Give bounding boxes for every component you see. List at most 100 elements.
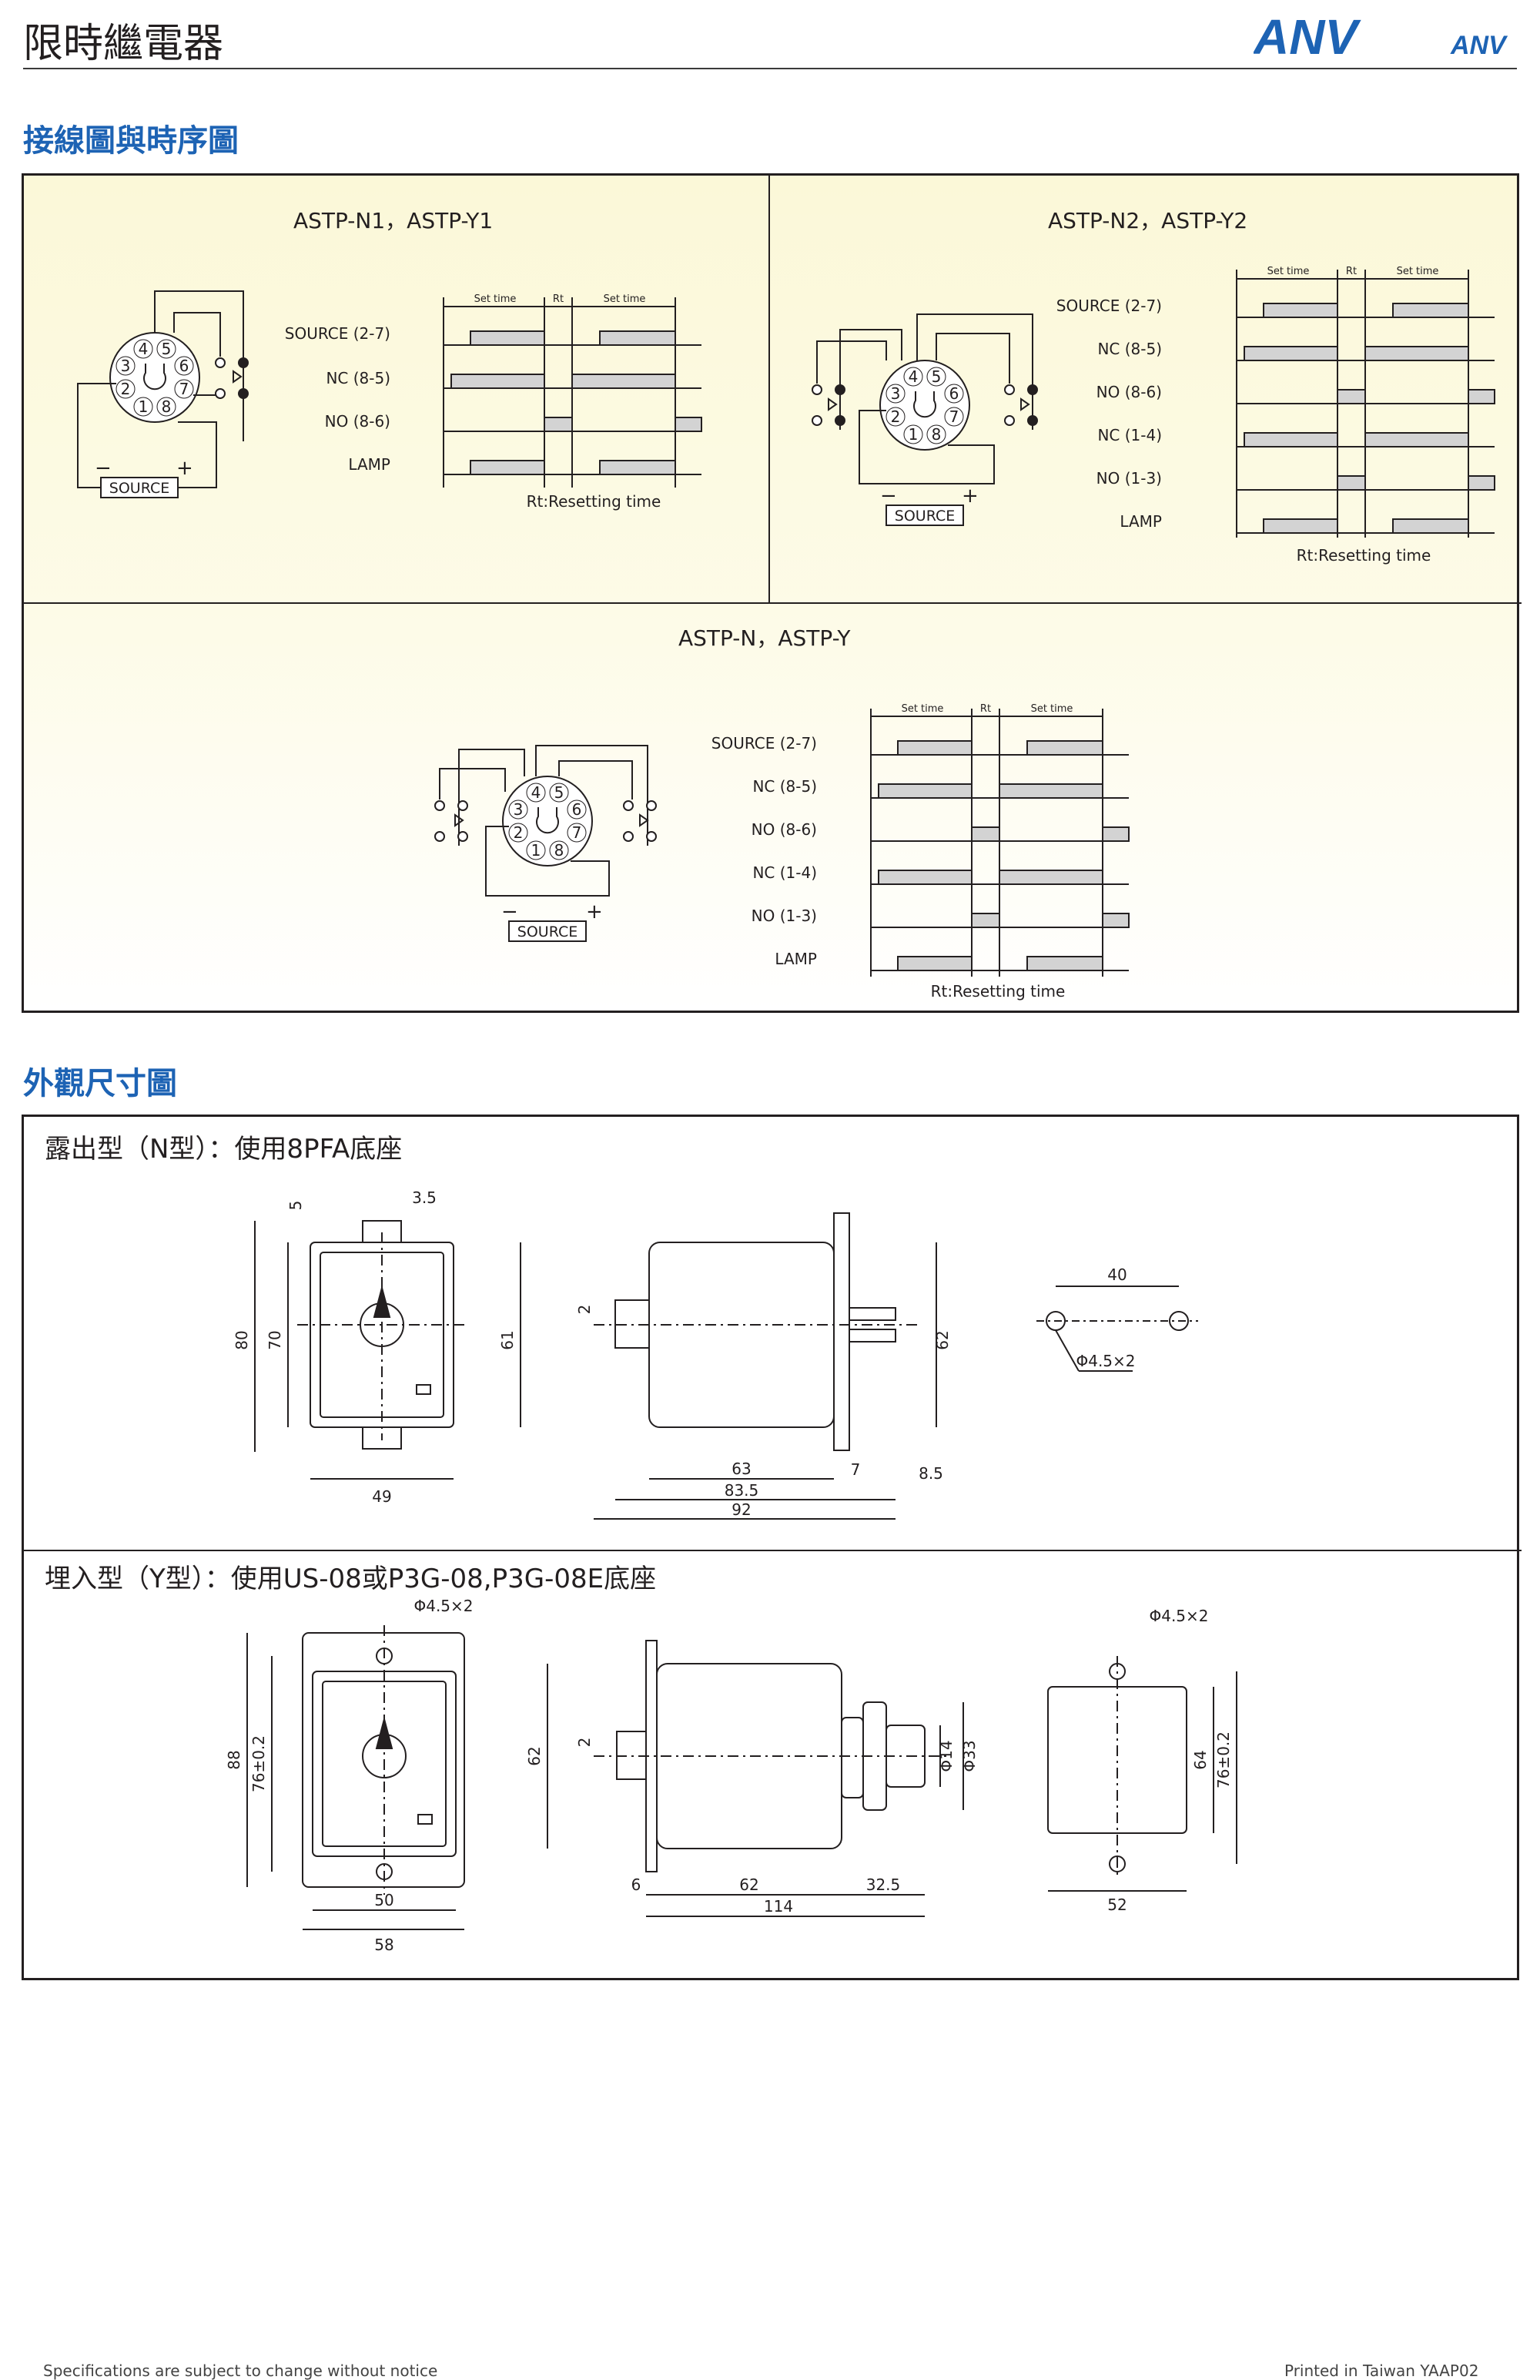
svg-text:62: 62 bbox=[933, 1330, 952, 1349]
svg-text:4: 4 bbox=[909, 367, 919, 386]
svg-text:+: + bbox=[586, 900, 603, 924]
signal-label: NO (1-3) bbox=[752, 907, 817, 925]
socket-diagram-n1: 4 5 3 6 2 7 1 8 SOURCE − + bbox=[77, 290, 249, 498]
svg-text:64: 64 bbox=[1191, 1750, 1210, 1769]
signal-label: NC (8-5) bbox=[1097, 340, 1162, 358]
svg-text:50: 50 bbox=[374, 1891, 393, 1909]
panel-n: ASTP-N，ASTP-Y 4 5 3 6 2 7 1 8 bbox=[434, 625, 1130, 1001]
svg-text:Φ33: Φ33 bbox=[960, 1740, 979, 1772]
signal-label: LAMP bbox=[775, 950, 817, 968]
svg-text:5: 5 bbox=[554, 783, 564, 802]
signal-label: NC (1-4) bbox=[752, 863, 817, 882]
svg-text:ANV: ANV bbox=[1254, 15, 1361, 59]
svg-text:3: 3 bbox=[514, 800, 524, 819]
svg-text:8: 8 bbox=[162, 397, 172, 416]
svg-text:Set time: Set time bbox=[604, 293, 646, 305]
svg-text:3.5: 3.5 bbox=[412, 1188, 437, 1207]
svg-text:4: 4 bbox=[531, 783, 541, 802]
svg-text:3: 3 bbox=[891, 384, 901, 403]
signal-label: NO (8-6) bbox=[1096, 383, 1162, 401]
panel-n1: ASTP-N1，ASTP-Y1 4 5 3 6 2 7 1 8 bbox=[77, 208, 702, 511]
section-heading-wiring: 接線圖與時序圖 bbox=[23, 123, 239, 159]
svg-text:2: 2 bbox=[575, 1738, 594, 1748]
svg-text:4: 4 bbox=[139, 340, 149, 358]
svg-text:Rt: Rt bbox=[553, 293, 564, 305]
svg-text:Φ4.5×2: Φ4.5×2 bbox=[1076, 1352, 1135, 1370]
svg-text:58: 58 bbox=[374, 1936, 393, 1954]
svg-text:8: 8 bbox=[932, 425, 942, 444]
signal-label: SOURCE (2-7) bbox=[1056, 297, 1162, 315]
footnote-n1: Rt:Resetting time bbox=[527, 492, 661, 511]
svg-text:92: 92 bbox=[732, 1500, 751, 1519]
svg-text:6: 6 bbox=[179, 357, 189, 375]
svg-text:+: + bbox=[176, 457, 193, 480]
source-label-n1: SOURCE bbox=[109, 480, 169, 497]
svg-text:1: 1 bbox=[909, 425, 919, 444]
svg-text:Set time: Set time bbox=[1031, 703, 1073, 715]
svg-text:63: 63 bbox=[732, 1460, 751, 1478]
svg-text:3: 3 bbox=[121, 357, 131, 375]
signal-label: LAMP bbox=[1120, 512, 1162, 531]
header-rule bbox=[23, 68, 1517, 69]
svg-text:40: 40 bbox=[1107, 1265, 1127, 1284]
svg-text:7: 7 bbox=[949, 407, 959, 426]
svg-text:Φ14: Φ14 bbox=[937, 1740, 956, 1772]
svg-text:1: 1 bbox=[531, 841, 541, 860]
svg-text:Φ4.5×2: Φ4.5×2 bbox=[1149, 1607, 1208, 1625]
socket-diagram-n2: 4 5 3 6 2 7 1 8 SOURCE − + bbox=[812, 313, 1038, 526]
svg-text:88: 88 bbox=[225, 1750, 243, 1769]
svg-text:Φ4.5×2: Φ4.5×2 bbox=[413, 1597, 473, 1615]
panel-title-n2: ASTP-N2，ASTP-Y2 bbox=[1048, 208, 1247, 233]
signal-label: SOURCE (2-7) bbox=[285, 324, 390, 343]
dimensions-panel: 80 70 5 3.5 49 61 2 62 63 7 83.5 92 8.5 … bbox=[22, 1115, 1522, 1980]
socket-diagram-n: 4 5 3 6 2 7 1 8 SOURCE − + bbox=[434, 745, 657, 942]
svg-text:+: + bbox=[962, 484, 979, 508]
signal-label: NO (1-3) bbox=[1096, 469, 1162, 488]
svg-text:ANV: ANV bbox=[1450, 31, 1508, 59]
panel-n2: ASTP-N2，ASTP-Y2 4 5 3 6 2 7 1 8 bbox=[812, 208, 1495, 565]
svg-text:Set time: Set time bbox=[474, 293, 517, 305]
svg-text:32.5: 32.5 bbox=[866, 1876, 901, 1894]
caption-y-type: 埋入型（Y型）：使用US-08或P3G-08,P3G-08E底座 bbox=[45, 1564, 657, 1594]
svg-text:5: 5 bbox=[286, 1201, 305, 1211]
svg-text:7: 7 bbox=[572, 823, 582, 842]
svg-text:76±0.2: 76±0.2 bbox=[249, 1735, 268, 1792]
wiring-panel: ASTP-N1，ASTP-Y1 4 5 3 6 2 7 1 8 bbox=[22, 173, 1522, 1013]
footer-print: Printed in Taiwan YAAP02 bbox=[1284, 2362, 1479, 2380]
signal-label: NC (1-4) bbox=[1097, 426, 1162, 444]
svg-text:8.5: 8.5 bbox=[919, 1464, 943, 1483]
svg-text:−: − bbox=[95, 457, 112, 480]
svg-text:70: 70 bbox=[266, 1330, 284, 1349]
svg-text:76±0.2: 76±0.2 bbox=[1214, 1731, 1233, 1788]
svg-text:80: 80 bbox=[233, 1330, 251, 1349]
footer-notice: Specifications are subject to change wit… bbox=[43, 2362, 438, 2380]
brand-logo: ANV ANV bbox=[1252, 9, 1515, 65]
source-label-n: SOURCE bbox=[517, 924, 578, 940]
signal-label: NO (8-6) bbox=[752, 820, 817, 839]
svg-text:62: 62 bbox=[739, 1876, 758, 1894]
svg-text:61: 61 bbox=[498, 1330, 517, 1349]
svg-text:Rt: Rt bbox=[1346, 266, 1357, 277]
svg-text:2: 2 bbox=[121, 380, 131, 398]
timing-chart-n1 bbox=[443, 297, 701, 488]
svg-text:5: 5 bbox=[932, 367, 942, 386]
svg-text:1: 1 bbox=[139, 397, 149, 416]
svg-text:49: 49 bbox=[372, 1487, 391, 1506]
svg-text:62: 62 bbox=[525, 1746, 544, 1765]
section-heading-dimensions: 外觀尺寸圖 bbox=[23, 1066, 177, 1101]
signal-label: LAMP bbox=[348, 455, 390, 474]
svg-text:2: 2 bbox=[514, 823, 524, 842]
signal-label: SOURCE (2-7) bbox=[711, 734, 817, 753]
svg-text:Set time: Set time bbox=[1397, 266, 1439, 277]
svg-text:2: 2 bbox=[891, 407, 901, 426]
caption-n-type: 露出型（N型）：使用8PFA底座 bbox=[45, 1134, 403, 1165]
signal-label: NC (8-5) bbox=[326, 369, 390, 387]
svg-text:83.5: 83.5 bbox=[725, 1481, 759, 1500]
panel-title-n: ASTP-N，ASTP-Y bbox=[678, 625, 851, 651]
signal-label: NO (8-6) bbox=[325, 412, 390, 431]
panel-title-n1: ASTP-N1，ASTP-Y1 bbox=[293, 208, 493, 233]
svg-text:8: 8 bbox=[554, 841, 564, 860]
svg-text:2: 2 bbox=[575, 1305, 594, 1315]
svg-text:52: 52 bbox=[1107, 1896, 1127, 1914]
signal-label: NC (8-5) bbox=[752, 777, 817, 796]
